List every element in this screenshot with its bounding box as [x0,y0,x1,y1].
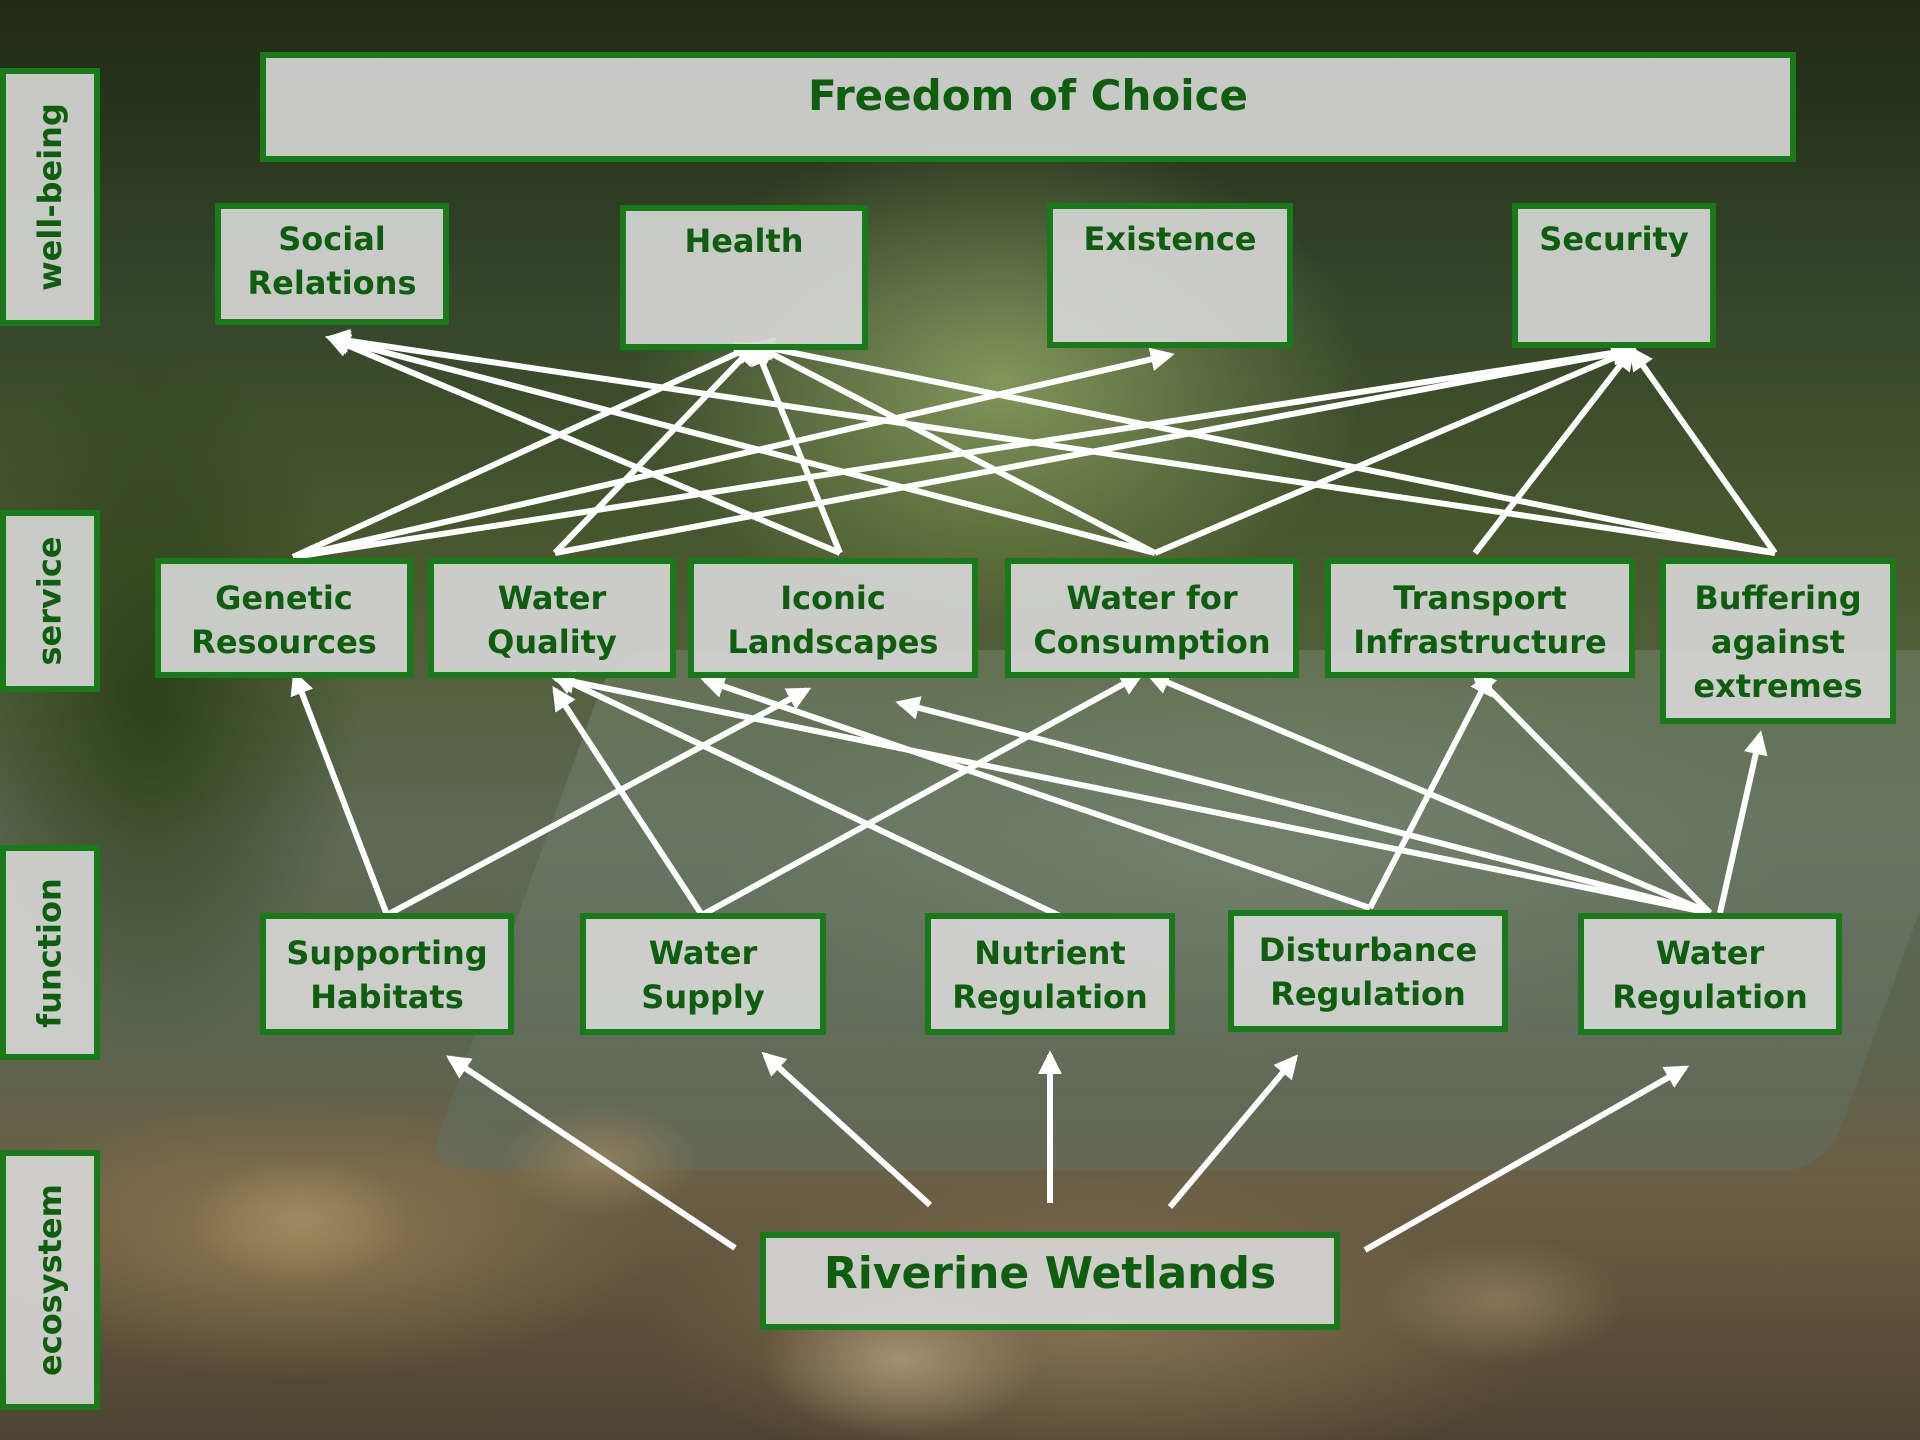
arrow-buffering-health [750,337,1776,556]
arrow-disturbance-consumption [700,674,1371,911]
arrow-wetlands-watersupply [761,1051,933,1208]
node-health: Health [620,205,868,350]
arrow-consumption-health [750,342,1157,556]
arrow-buffering-social [325,328,1776,556]
arrow-wetlands-supporting [446,1055,737,1251]
arrow-genetic-existence [292,347,1175,560]
arrow-waterreg-quality [550,670,1711,916]
node-buffering-against-extremes: Buffering against extremes [1660,558,1896,724]
node-freedom-of-choice: Freedom of Choice [260,52,1796,162]
node-water-supply: Water Supply [580,913,826,1035]
arrow-wetlands-disturbance [1167,1054,1299,1209]
arrow-iconic-social [325,334,842,556]
arrow-wetlands-waterregulation [1363,1065,1690,1253]
layer-label-ecosystem: ecosystem [31,1184,70,1376]
arrow-iconic-health [751,340,843,555]
arrow-supporting-iconic [385,687,812,918]
node-water-regulation: Water Regulation [1578,913,1842,1035]
arrow-supporting-genetic [290,670,390,917]
node-genetic-resources: Genetic Resources [155,558,413,678]
node-riverine-wetlands: Riverine Wetlands [760,1232,1340,1330]
arrow-consumption-security [1153,346,1637,556]
arrow-nutrient-quality [550,672,1064,920]
node-disturbance-regulation: Disturbance Regulation [1228,910,1508,1032]
arrow-buffering-security [1629,346,1778,555]
arrow-genetic-health [291,342,760,560]
node-iconic-landscapes: Iconic Landscapes [688,558,978,678]
node-water-quality: Water Quality [428,558,676,678]
node-nutrient-regulation: Nutrient Regulation [925,913,1175,1035]
layer-band-service: service [0,510,100,692]
layer-label-wellbeing: well-being [31,103,69,291]
arrow-waterreg-iconic [895,696,1711,916]
node-transport-infrastructure: Transport Infrastructure [1325,558,1635,678]
arrow-watersupply-quality [552,685,705,917]
arrow-waterreg-transport [1471,671,1713,916]
arrow-consumption-social [325,331,1156,556]
node-existence: Existence [1047,203,1293,348]
layer-band-function: function [0,845,100,1060]
arrow-quality-health [552,341,759,556]
arrow-waterreg-buffering [1717,730,1768,914]
node-water-for-consumption: Water for Consumption [1005,558,1299,678]
arrow-waterreg-consumption [1145,671,1712,916]
arrow-watersupply-consumption [700,672,1145,918]
node-supporting-habitats: Supporting Habitats [260,913,514,1035]
layer-label-function: function [31,877,70,1028]
layer-label-service: service [31,536,69,666]
arrow-transport-security [1472,346,1635,555]
layer-band-ecosystem: ecosystem [0,1150,100,1410]
layer-band-wellbeing: well-being [0,68,100,326]
node-social-relations: Social Relations [215,203,449,325]
node-security: Security [1512,203,1716,348]
